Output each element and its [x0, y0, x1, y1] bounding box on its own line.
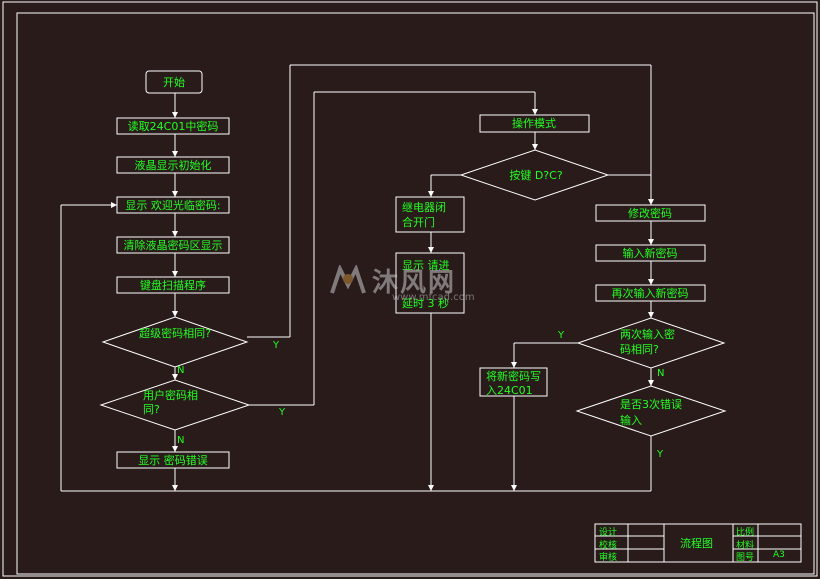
disp-label-1: 显示 请进	[402, 259, 450, 272]
reinput-label: 再次输入新密码	[611, 287, 689, 300]
err-label: 显示 密码错误	[138, 454, 208, 467]
modify-label: 修改密码	[628, 207, 672, 220]
user-no-label: N	[177, 435, 185, 446]
watermark-url: www.mfcad.com	[392, 292, 475, 303]
super-pwd-label: 超级密码相同?	[139, 327, 211, 340]
title-block-review: 审核	[599, 553, 618, 563]
title-block-check: 校核	[599, 541, 618, 551]
three-decision	[575, 385, 727, 437]
three-label-2: 输入	[620, 414, 642, 427]
watermark-brand: 沐风网	[372, 268, 457, 298]
watermark-logo-icon	[330, 264, 366, 294]
relay-label-2: 合开门	[402, 216, 435, 229]
twice-label-1: 两次输入密	[620, 328, 675, 341]
welcome-label: 显示 欢迎光临密码:	[125, 199, 221, 212]
twice-no-label: N	[657, 368, 665, 379]
scan-label: 键盘扫描程序	[140, 279, 206, 292]
scan-box	[116, 276, 230, 294]
read-box	[116, 117, 230, 135]
watermark: 沐风网	[330, 262, 456, 299]
super-yes-label: Y	[273, 340, 280, 351]
start-node	[145, 70, 203, 94]
user-yes-label: Y	[279, 407, 286, 418]
op-mode-label: 操作模式	[512, 117, 556, 130]
lcd-init-label: 液晶显示初始化	[134, 159, 212, 172]
start-label: 开始	[163, 76, 185, 89]
title-block-drawing-no: 图号	[736, 553, 755, 563]
title-block-title: 流程图	[680, 537, 713, 550]
title-block-material: 材料	[736, 541, 755, 551]
inner-frame	[16, 12, 815, 575]
title-block	[594, 523, 802, 563]
user-pwd-label-2: 同?	[143, 403, 160, 416]
title-block-scale: 比例	[736, 528, 755, 538]
twice-yes-label: Y	[558, 330, 565, 341]
input-new-label: 输入新密码	[622, 247, 678, 260]
three-label-1: 是否3次错误	[620, 398, 682, 411]
clear-label: 清除液晶密码区显示	[123, 239, 223, 252]
relay-box	[395, 196, 465, 233]
title-block-sheet: A3	[773, 550, 785, 560]
super-no-label: N	[177, 365, 185, 376]
super-pwd-decision	[101, 316, 249, 368]
user-pwd-label-1: 用户密码相	[143, 389, 198, 402]
err-box	[116, 451, 230, 469]
read-label: 读取24C01中密码	[127, 120, 219, 133]
relay-label-1: 继电器闭	[402, 201, 446, 214]
twice-decision	[576, 317, 726, 369]
lcd-init-box	[116, 156, 230, 174]
user-pwd-decision	[99, 379, 251, 431]
write-label-1: 将新密码写	[486, 370, 541, 383]
disp-box	[395, 252, 465, 314]
three-yes-label: Y	[657, 449, 664, 460]
disp-label-2: 延时 3 秒	[402, 297, 449, 310]
key-label: 按键 D?C?	[509, 169, 563, 182]
title-block-design: 设计	[599, 528, 618, 538]
clear-box	[116, 236, 230, 254]
write-label-2: 入24C01	[486, 384, 533, 397]
twice-label-2: 码相同?	[620, 343, 659, 356]
